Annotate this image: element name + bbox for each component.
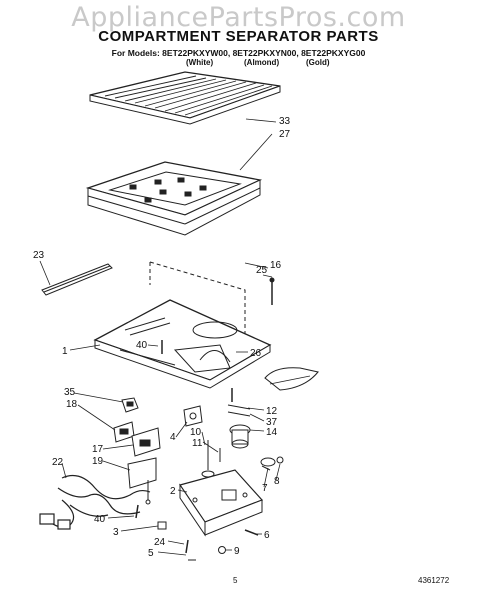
page-number: 5 <box>233 576 238 585</box>
part-baffle <box>201 440 221 478</box>
callout-24: 24 <box>154 537 166 548</box>
finish-white: (White) <box>186 58 214 67</box>
part-screws-24-5 <box>185 539 196 561</box>
part-gasket-strip <box>41 263 113 296</box>
part-separator-pan <box>93 299 272 389</box>
callout-40-lower: 40 <box>94 514 106 525</box>
callout-25: 25 <box>256 265 268 276</box>
part-wire-harness <box>39 475 151 530</box>
callout-18: 18 <box>66 399 78 410</box>
part-insulation <box>264 367 319 391</box>
callout-26: 26 <box>250 348 262 359</box>
callout-8: 8 <box>274 476 280 487</box>
part-separator-frame <box>85 161 263 236</box>
part-control-housing <box>131 427 161 457</box>
callout-3: 3 <box>113 527 119 538</box>
callout-6: 6 <box>264 530 270 541</box>
part-screw-6 <box>244 529 259 536</box>
model-list: For Models: 8ET22PKXYW00, 8ET22PKXYN00, … <box>111 48 366 58</box>
part-damper <box>183 405 203 427</box>
part-clip <box>157 521 167 530</box>
part-grille-cover <box>89 71 281 125</box>
leader-lines <box>39 118 281 556</box>
callout-27: 27 <box>279 129 291 140</box>
part-fasteners-12-37 <box>227 388 251 417</box>
finish-gold: (Gold) <box>306 58 330 67</box>
callout-19: 19 <box>92 456 104 467</box>
part-nut <box>218 546 226 554</box>
callout-2: 2 <box>170 486 176 497</box>
callout-10: 10 <box>190 427 202 438</box>
callout-12: 12 <box>266 406 278 417</box>
callout-35: 35 <box>64 387 76 398</box>
callout-14: 14 <box>266 427 278 438</box>
part-fan-motor <box>229 424 251 449</box>
part-screw-40-lower <box>135 504 139 519</box>
part-bezel <box>113 421 135 443</box>
part-mounting-bracket <box>179 469 264 537</box>
part-screw-25 <box>269 277 275 305</box>
part-light-socket <box>260 456 284 471</box>
part-liner <box>149 261 246 340</box>
callout-33: 33 <box>279 116 291 127</box>
callout-9: 9 <box>234 546 240 557</box>
callout-40-upper: 40 <box>136 340 148 351</box>
callout-37: 37 <box>266 417 278 428</box>
watermark: AppliancePartsPros.com <box>71 2 406 33</box>
document-code: 4361272 <box>418 576 450 585</box>
callout-5: 5 <box>148 548 154 559</box>
diagram-title: COMPARTMENT SEPARATOR PARTS <box>98 28 379 45</box>
callout-7: 7 <box>262 483 268 494</box>
callout-11: 11 <box>192 438 203 449</box>
callout-4: 4 <box>170 432 176 443</box>
callout-23: 23 <box>33 250 45 261</box>
part-control-knob <box>121 397 139 413</box>
callout-1: 1 <box>62 346 68 357</box>
finish-almond: (Almond) <box>244 58 280 67</box>
callout-16: 16 <box>270 260 282 271</box>
callout-17: 17 <box>92 444 104 455</box>
callout-22: 22 <box>52 457 64 468</box>
part-thermostat <box>127 457 157 505</box>
